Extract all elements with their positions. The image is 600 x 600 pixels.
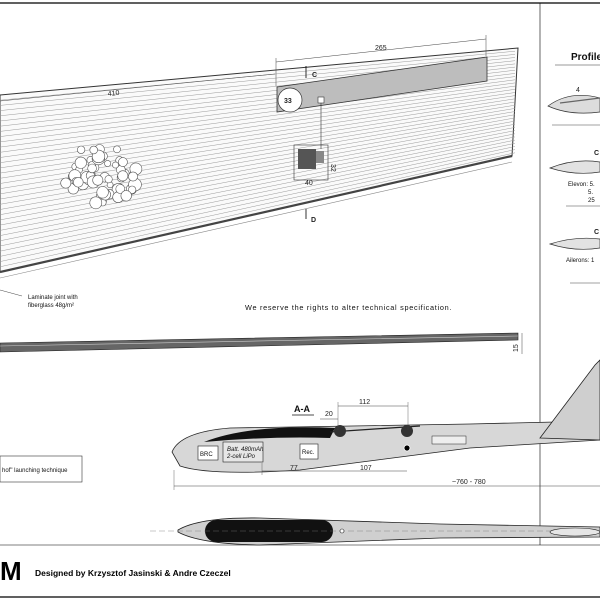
- dim-spar: 33: [284, 98, 292, 105]
- dim-tip-section: 265: [375, 45, 387, 52]
- dim-77: 77: [290, 465, 298, 472]
- section-aa-label: A-A: [294, 404, 310, 414]
- servo1-icon: [334, 425, 346, 437]
- dim-wing-span: 410: [107, 90, 119, 98]
- battery-line2: 2-cell LiPo: [226, 454, 256, 460]
- servo-box: [293, 144, 329, 181]
- battery-line1: Batt. 480mAh: [227, 447, 264, 453]
- joint-note-line1: Laminate joint with: [28, 295, 78, 301]
- receiver-label: Rec.: [302, 450, 315, 456]
- ailerons-label: Ailerons: 1: [566, 258, 595, 264]
- profiles-title: Profile: [571, 52, 600, 63]
- servo-icon: [298, 149, 316, 169]
- dim-107: 107: [360, 465, 372, 472]
- dim-112: 112: [359, 399, 370, 406]
- profile3-section: C: [594, 229, 599, 236]
- dim-20: 20: [325, 411, 333, 418]
- brc-label: BRC: [200, 452, 213, 458]
- section-c-label: C: [312, 72, 317, 79]
- joint-note-line2: fiberglass 48g/m²: [28, 303, 74, 309]
- servo2-icon: [401, 425, 413, 437]
- receiver-box: [299, 443, 319, 460]
- wing-planform: 33 40 32: [0, 47, 519, 279]
- disclaimer-text: We reserve the rights to alter technical…: [245, 303, 452, 312]
- elevon-line3: 25: [588, 198, 595, 204]
- battery-box: [222, 441, 264, 463]
- elevon-line1: Elevon: 5.: [568, 182, 595, 188]
- dim-servo-height: 32: [329, 164, 336, 172]
- profile2-section: C: [594, 150, 599, 157]
- fuselage-side-view: BRC Batt. 480mAh 2-cell LiPo Rec. A-A 11…: [171, 359, 600, 490]
- wing-texture-pattern: [60, 144, 143, 210]
- profiles-panel: Profile 4 C Elevon: 5. 5. 25 C Ailerons:…: [547, 52, 600, 284]
- elevon-line2: 5.: [588, 190, 593, 196]
- credits-text: Designed by Krzysztof Jasinski & Andre C…: [35, 568, 231, 578]
- fuselage-top-view: [150, 517, 600, 546]
- tip-section-strip: [276, 56, 488, 113]
- profile1-dim: 4: [576, 87, 580, 94]
- launch-note: hof" launching technique: [2, 468, 68, 474]
- logo-letter: M: [0, 556, 22, 586]
- dim-servo-width: 40: [305, 180, 313, 187]
- cg-marker-icon: [403, 444, 411, 452]
- section-d-label: D: [311, 217, 316, 224]
- wing-side-view: 15: [0, 332, 523, 354]
- brc-box: [197, 445, 219, 461]
- launch-note-box: [0, 455, 83, 483]
- spar-hole: [277, 87, 303, 113]
- dim-side-thickness: 15: [513, 344, 520, 352]
- dim-fuselage-length: ~760 - 780: [452, 479, 486, 486]
